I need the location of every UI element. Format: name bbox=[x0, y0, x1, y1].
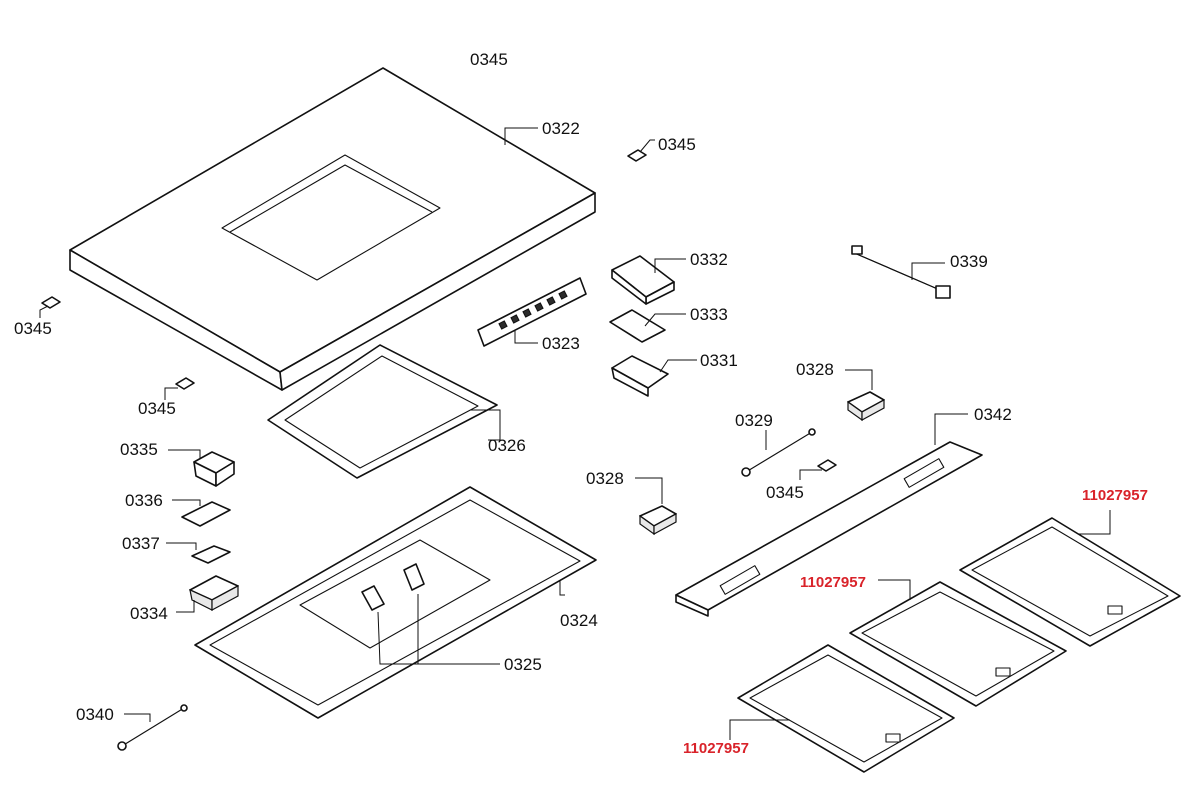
part-0323-control-strip bbox=[477, 277, 587, 347]
label-0345-c: 0345 bbox=[766, 483, 804, 502]
part-0324-base-panel bbox=[194, 486, 597, 719]
part-0339-cable bbox=[851, 245, 951, 299]
label-0345-d: 0345 bbox=[138, 399, 176, 418]
label-0340: 0340 bbox=[76, 705, 114, 724]
part-0325-brackets bbox=[361, 563, 500, 665]
label-0337: 0337 bbox=[122, 534, 160, 553]
label-0326: 0326 bbox=[488, 436, 526, 455]
part-0345-pad-d bbox=[799, 459, 837, 480]
label-0331: 0331 bbox=[700, 351, 738, 370]
label-filter-a: 11027957 bbox=[1082, 487, 1148, 504]
label-0336: 0336 bbox=[125, 491, 163, 510]
label-filter-c: 11027957 bbox=[683, 740, 749, 757]
part-0332-module bbox=[611, 255, 686, 305]
part-0345-pad-b bbox=[39, 296, 61, 318]
label-0342: 0342 bbox=[974, 405, 1012, 424]
part-0342-rail bbox=[675, 413, 983, 617]
part-0333-board bbox=[609, 309, 686, 343]
part-0322-leader bbox=[504, 127, 538, 145]
part-0322-cover bbox=[69, 67, 596, 391]
filter-panel-c bbox=[729, 644, 955, 773]
label-0328-a: 0328 bbox=[796, 360, 834, 379]
label-0332: 0332 bbox=[690, 250, 728, 269]
label-0324: 0324 bbox=[560, 611, 598, 630]
part-0334-housing bbox=[176, 575, 239, 613]
control-buttons bbox=[498, 290, 568, 330]
label-0335: 0335 bbox=[120, 440, 158, 459]
part-0329-rod bbox=[741, 428, 816, 477]
label-0339: 0339 bbox=[950, 252, 988, 271]
filter-panel-b bbox=[849, 579, 1067, 707]
label-0322: 0322 bbox=[542, 119, 580, 138]
label-0325: 0325 bbox=[504, 655, 542, 674]
label-0333: 0333 bbox=[690, 305, 728, 324]
part-0331-holder bbox=[611, 355, 697, 397]
part-0335-box bbox=[168, 449, 235, 487]
part-0328-connector-b bbox=[635, 477, 677, 536]
part-0326-frame bbox=[267, 344, 501, 479]
part-0336-board bbox=[172, 499, 231, 527]
label-0328-b: 0328 bbox=[586, 469, 624, 488]
label-0323: 0323 bbox=[542, 334, 580, 353]
part-0345-pad-c bbox=[164, 377, 195, 400]
filter-panel-a bbox=[959, 510, 1181, 647]
label-0329: 0329 bbox=[735, 411, 773, 430]
part-0337-board bbox=[166, 542, 231, 564]
label-0345-b: 0345 bbox=[14, 319, 52, 338]
label-0345-a: 0345 bbox=[658, 135, 696, 154]
part-0328-connector-a bbox=[845, 369, 885, 422]
part-0340-rod bbox=[117, 704, 188, 751]
label-0345-top: 0345 bbox=[470, 50, 508, 69]
part-0345-pad-a bbox=[627, 139, 655, 162]
label-0334: 0334 bbox=[130, 604, 168, 623]
label-filter-b: 11027957 bbox=[800, 574, 866, 591]
